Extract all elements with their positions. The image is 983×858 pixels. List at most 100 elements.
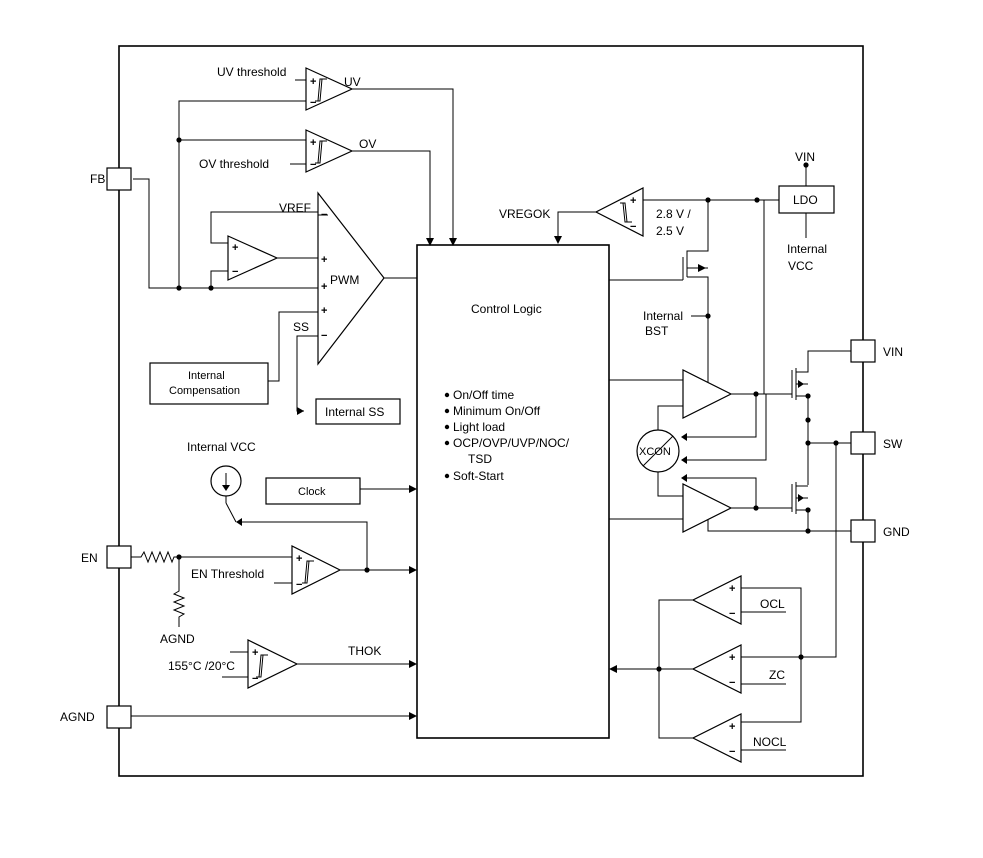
high-side-mosfet [791,350,851,420]
pwm-label: PWM [330,273,359,287]
svg-text:+: + [729,583,735,595]
pin-vin [850,339,876,363]
en-pulldown-resistor [172,557,186,627]
feature-light-load: Light load [453,420,505,434]
svg-text:+: + [729,652,735,664]
svg-text:+: + [252,647,258,659]
feature-tsd: TSD [468,452,492,466]
compensation-line1: Internal [188,370,225,382]
feature-protections: OCP/OVP/UVP/NOC/ [453,436,570,450]
pin-agnd [106,705,132,729]
control-logic-title: Control Logic [471,302,542,316]
fb-wire [133,178,325,289]
vref-label: VREF [279,201,311,215]
compensation-line2: Compensation [169,385,240,397]
internal-vcc-label: Internal VCC [187,440,256,454]
temp-threshold-label: 155°C /20°C [168,659,235,673]
xcon-label: XCON [639,446,671,458]
chip-boundary [118,45,864,777]
svg-text:−: − [321,209,327,221]
internal-ss-label: Internal SS [325,405,384,419]
pin-en-label: EN [81,551,98,565]
svg-text:+: + [729,721,735,733]
nocl-comparator: + − [691,713,742,763]
svg-text:+: + [321,281,327,293]
high-side-driver [682,369,733,419]
svg-text:−: − [232,266,238,278]
feature-soft-start: Soft-Start [453,469,504,483]
thok-label: THOK [348,644,381,658]
svg-text:−: − [296,579,302,591]
nocl-label: NOCL [753,735,787,749]
ldo-vcc-line2: VCC [788,259,814,273]
control-feature-list: On/Off time Minimum On/Off Light load OC… [444,388,570,483]
svg-text:−: − [729,677,735,689]
pin-fb [106,167,132,191]
ocl-label: OCL [760,597,785,611]
vregok-comparator: + − [594,187,644,237]
zc-label: ZC [769,668,785,682]
vreg-threshold-line2: 2.5 V [656,224,684,238]
svg-text:−: − [252,673,258,685]
ov-label: OV [359,137,376,151]
svg-text:+: + [310,137,316,149]
pin-en [106,545,132,569]
bst-line2: BST [645,324,669,338]
clock-label: Clock [298,486,326,498]
svg-text:−: − [310,159,316,171]
ldo-vcc-line1: Internal [787,242,827,256]
control-logic-block [416,244,610,739]
svg-text:+: + [310,76,316,88]
en-comparator: + − [291,545,342,595]
internal-compensation-block [149,362,269,405]
vreg-threshold-line1: 2.8 V / [656,207,691,221]
svg-text:−: − [630,221,636,233]
pin-vin-label: VIN [883,345,903,359]
uv-label: UV [344,75,361,89]
en-resistor [131,550,292,564]
ov-comparator: + − [305,129,354,173]
ov-threshold-label: OV threshold [199,157,269,171]
pin-fb-label: FB [90,172,105,186]
ocl-comparator: + − [691,575,742,625]
pin-gnd [850,519,876,543]
svg-text:+: + [630,195,636,207]
en-switch [225,502,237,523]
vregok-label: VREGOK [499,207,550,221]
thermal-comparator: + − [247,639,299,689]
uv-wire [352,88,454,240]
uv-comparator: + − [305,67,354,111]
pin-gnd-label: GND [883,525,910,539]
low-side-driver [682,483,733,533]
feature-on-off-time: On/Off time [453,388,514,402]
low-side-mosfet [791,482,851,532]
pin-sw [850,431,876,455]
svg-text:−: − [729,608,735,620]
svg-text:−: − [729,746,735,758]
svg-text:−: − [321,330,327,342]
error-amplifier: + − [227,235,279,281]
ldo-vin-label: VIN [795,150,815,164]
pin-agnd-label: AGND [60,710,95,724]
ss-label: SS [293,320,309,334]
svg-text:+: + [321,305,327,317]
pwm-comparator [317,191,385,366]
svg-text:+: + [321,254,327,266]
uv-threshold-label: UV threshold [217,65,286,79]
bst-mosfet [609,200,709,395]
ldo-block [778,185,835,214]
agnd-res-label: AGND [160,632,195,646]
feature-min-on-off: Minimum On/Off [453,404,541,418]
en-threshold-label: EN Threshold [191,567,264,581]
clock-block [265,477,361,505]
ldo-label: LDO [793,193,818,207]
svg-text:+: + [232,242,238,254]
ov-wire [352,150,431,240]
zc-comparator: + − [691,644,742,694]
internal-ss-block [315,398,401,425]
bst-line1: Internal [643,309,683,323]
pin-sw-label: SW [883,437,903,451]
svg-text:−: − [310,97,316,109]
svg-text:+: + [296,553,302,565]
